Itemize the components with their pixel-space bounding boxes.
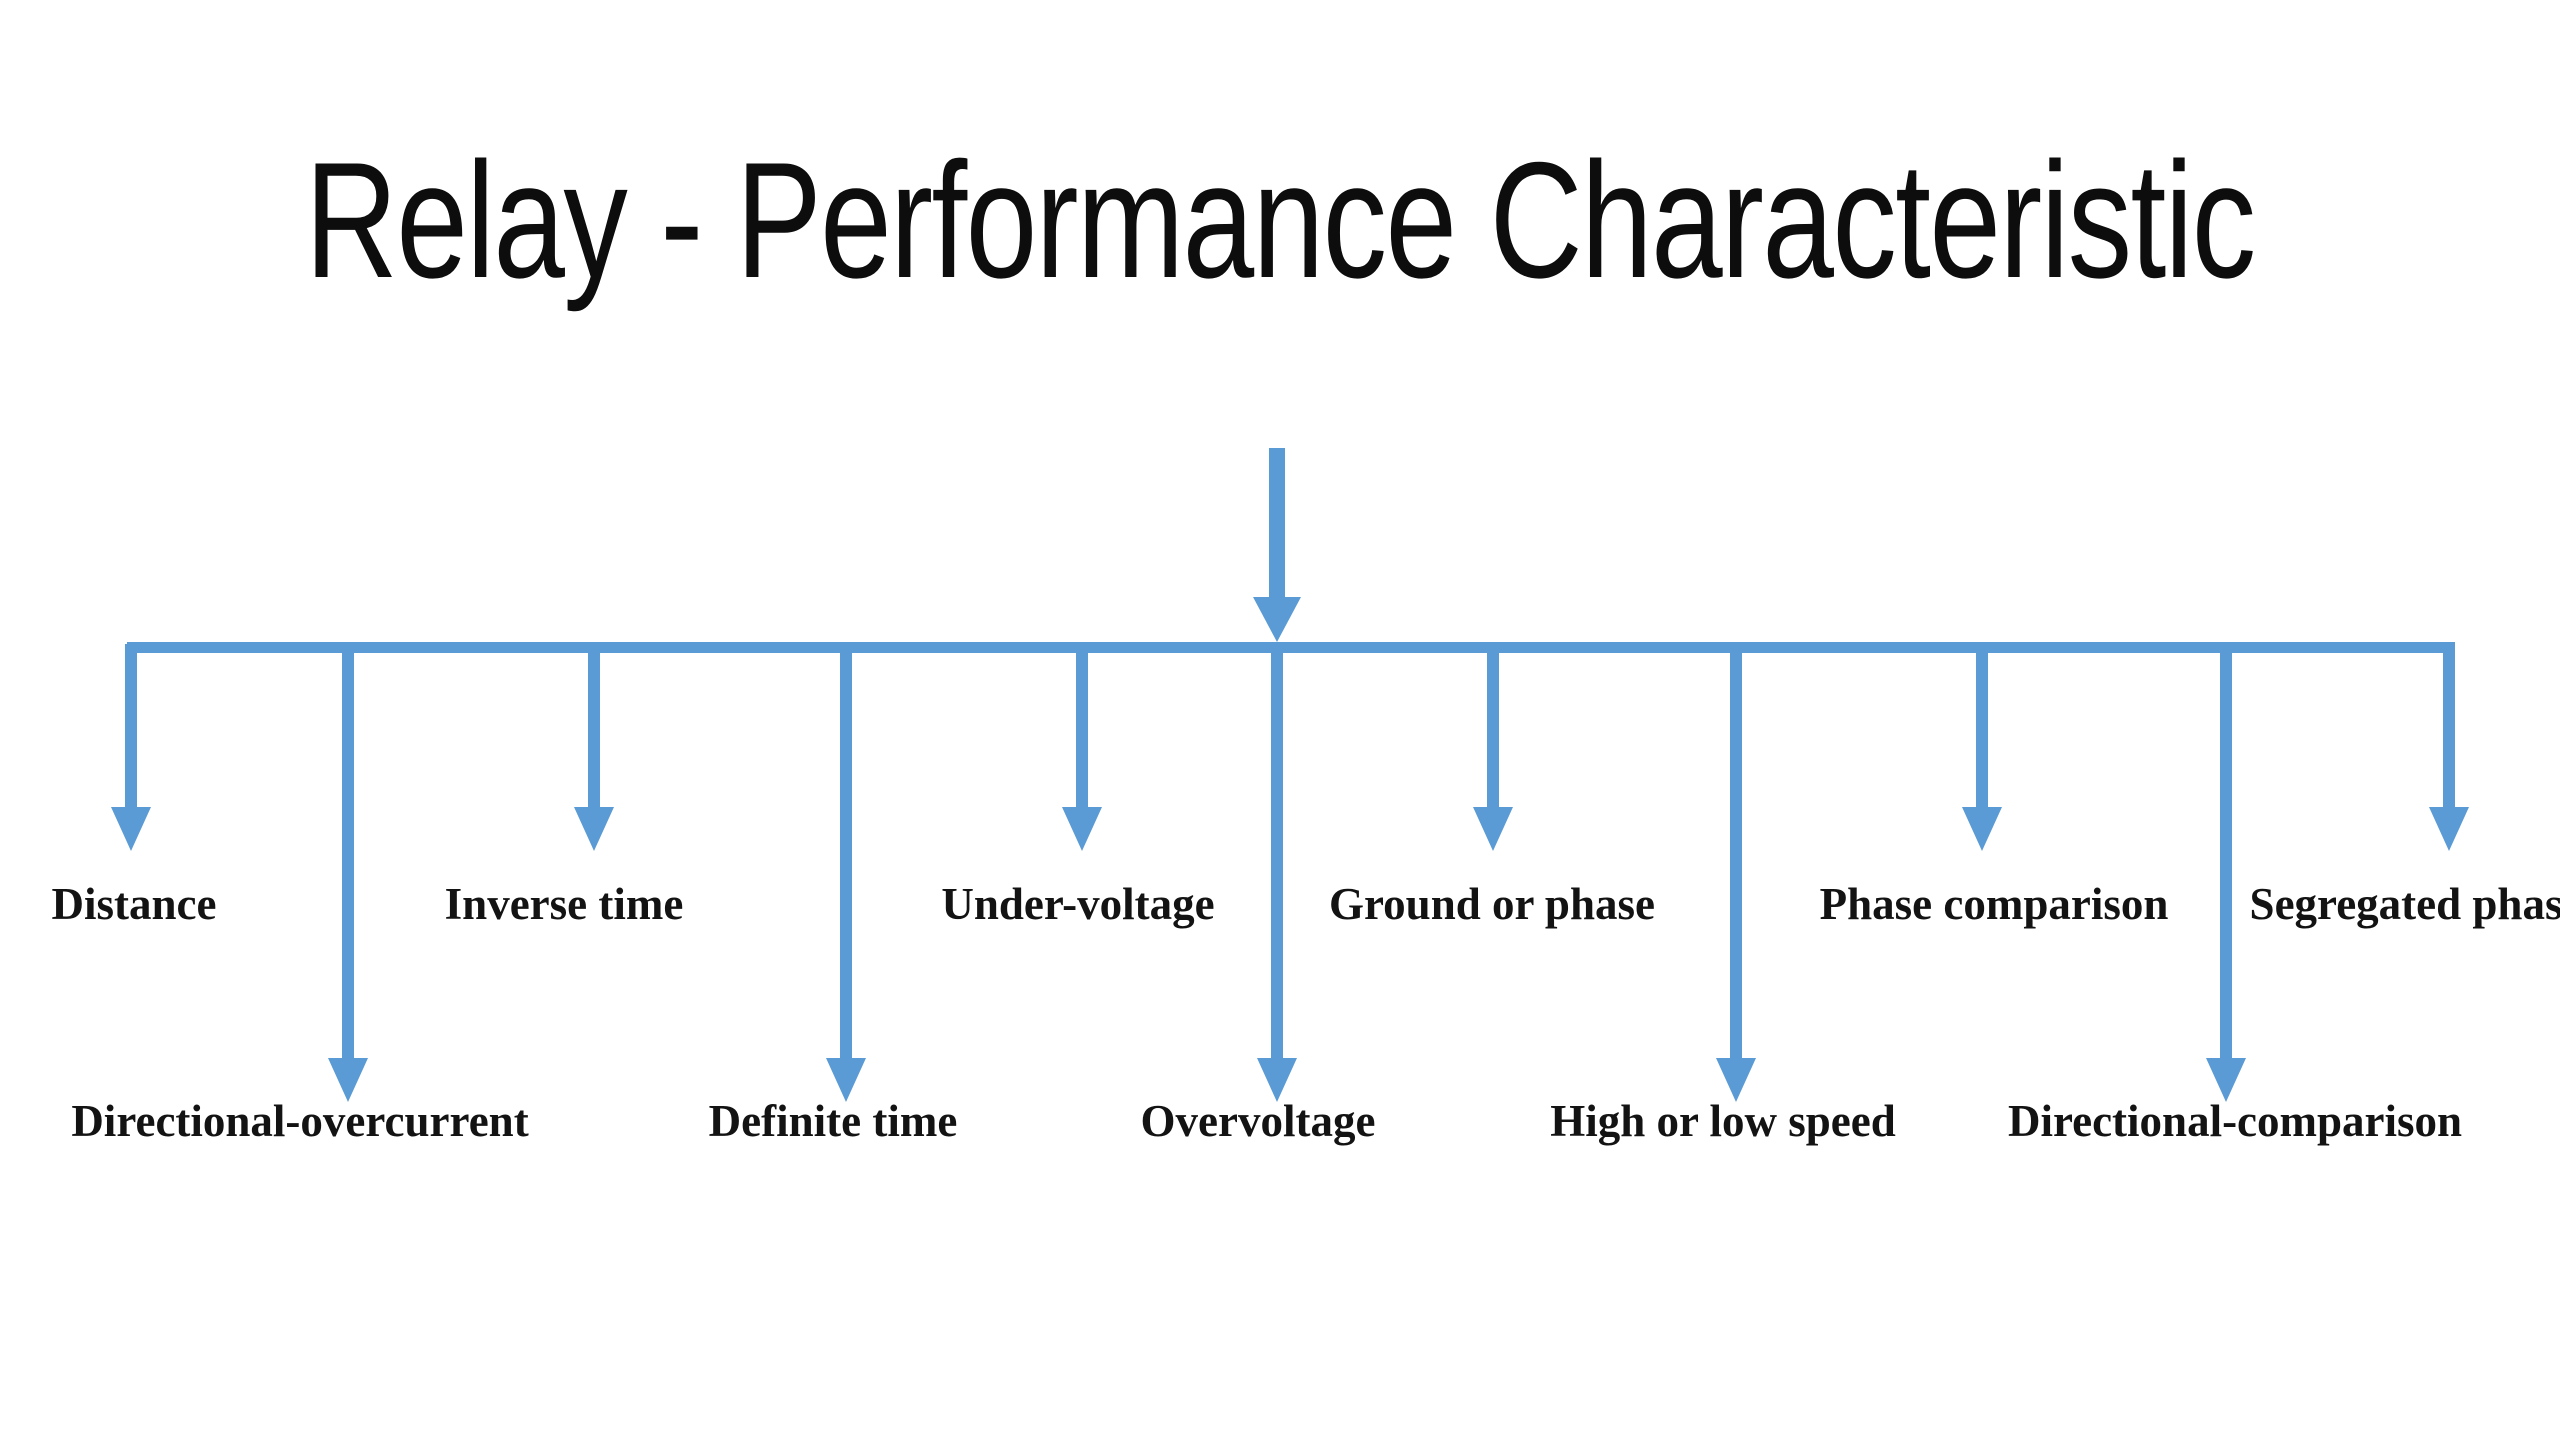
arrow-shaft — [1730, 644, 1742, 1058]
arrow-head-icon — [328, 1058, 368, 1102]
arrow-head-icon — [111, 807, 151, 851]
arrow-shaft — [840, 644, 852, 1058]
node-label-high-or-low-speed: High or low speed — [1550, 1096, 1896, 1146]
arrow-shaft — [2443, 644, 2455, 808]
arrow-head-icon — [2429, 807, 2469, 851]
node-label-distance: Distance — [51, 879, 217, 929]
root-arrow-shaft — [1269, 448, 1285, 599]
arrow-head-icon — [1257, 1058, 1297, 1102]
arrow-head-icon — [1062, 807, 1102, 851]
node-label-segregated-phase: Segregated phase — [2249, 879, 2560, 929]
node-label-inverse-time: Inverse time — [444, 879, 684, 929]
root-arrow-head-icon — [1253, 597, 1301, 642]
node-label-directional-comparison: Directional-comparison — [2007, 1096, 2463, 1146]
arrow-head-icon — [1716, 1058, 1756, 1102]
node-label-overvoltage: Overvoltage — [1140, 1096, 1376, 1146]
node-label-definite-time: Definite time — [708, 1096, 958, 1146]
arrow-shaft — [342, 644, 354, 1058]
node-label-directional-overcurrent: Directional-overcurrent — [71, 1096, 529, 1146]
node-label-phase-comparison: Phase comparison — [1819, 879, 2169, 929]
arrow-shaft — [1976, 644, 1988, 808]
arrow-shaft — [1271, 644, 1283, 1058]
node-label-under-voltage: Under-voltage — [941, 879, 1215, 929]
node-label-ground-or-phase: Ground or phase — [1329, 879, 1655, 929]
arrow-shaft — [1487, 644, 1499, 808]
arrow-head-icon — [826, 1058, 866, 1102]
arrow-shaft — [588, 644, 600, 808]
page-title-text: Relay - Performance Characteristic — [305, 128, 2256, 312]
arrow-shaft — [1076, 644, 1088, 808]
page-title: Relay - Performance Characteristic — [0, 128, 2560, 312]
arrow-shaft — [125, 644, 137, 808]
arrow-head-icon — [1473, 807, 1513, 851]
arrow-head-icon — [2206, 1058, 2246, 1102]
branch-connector-line — [127, 642, 2455, 653]
arrow-shaft — [2220, 644, 2232, 1058]
arrow-head-icon — [1962, 807, 2002, 851]
arrow-head-icon — [574, 807, 614, 851]
